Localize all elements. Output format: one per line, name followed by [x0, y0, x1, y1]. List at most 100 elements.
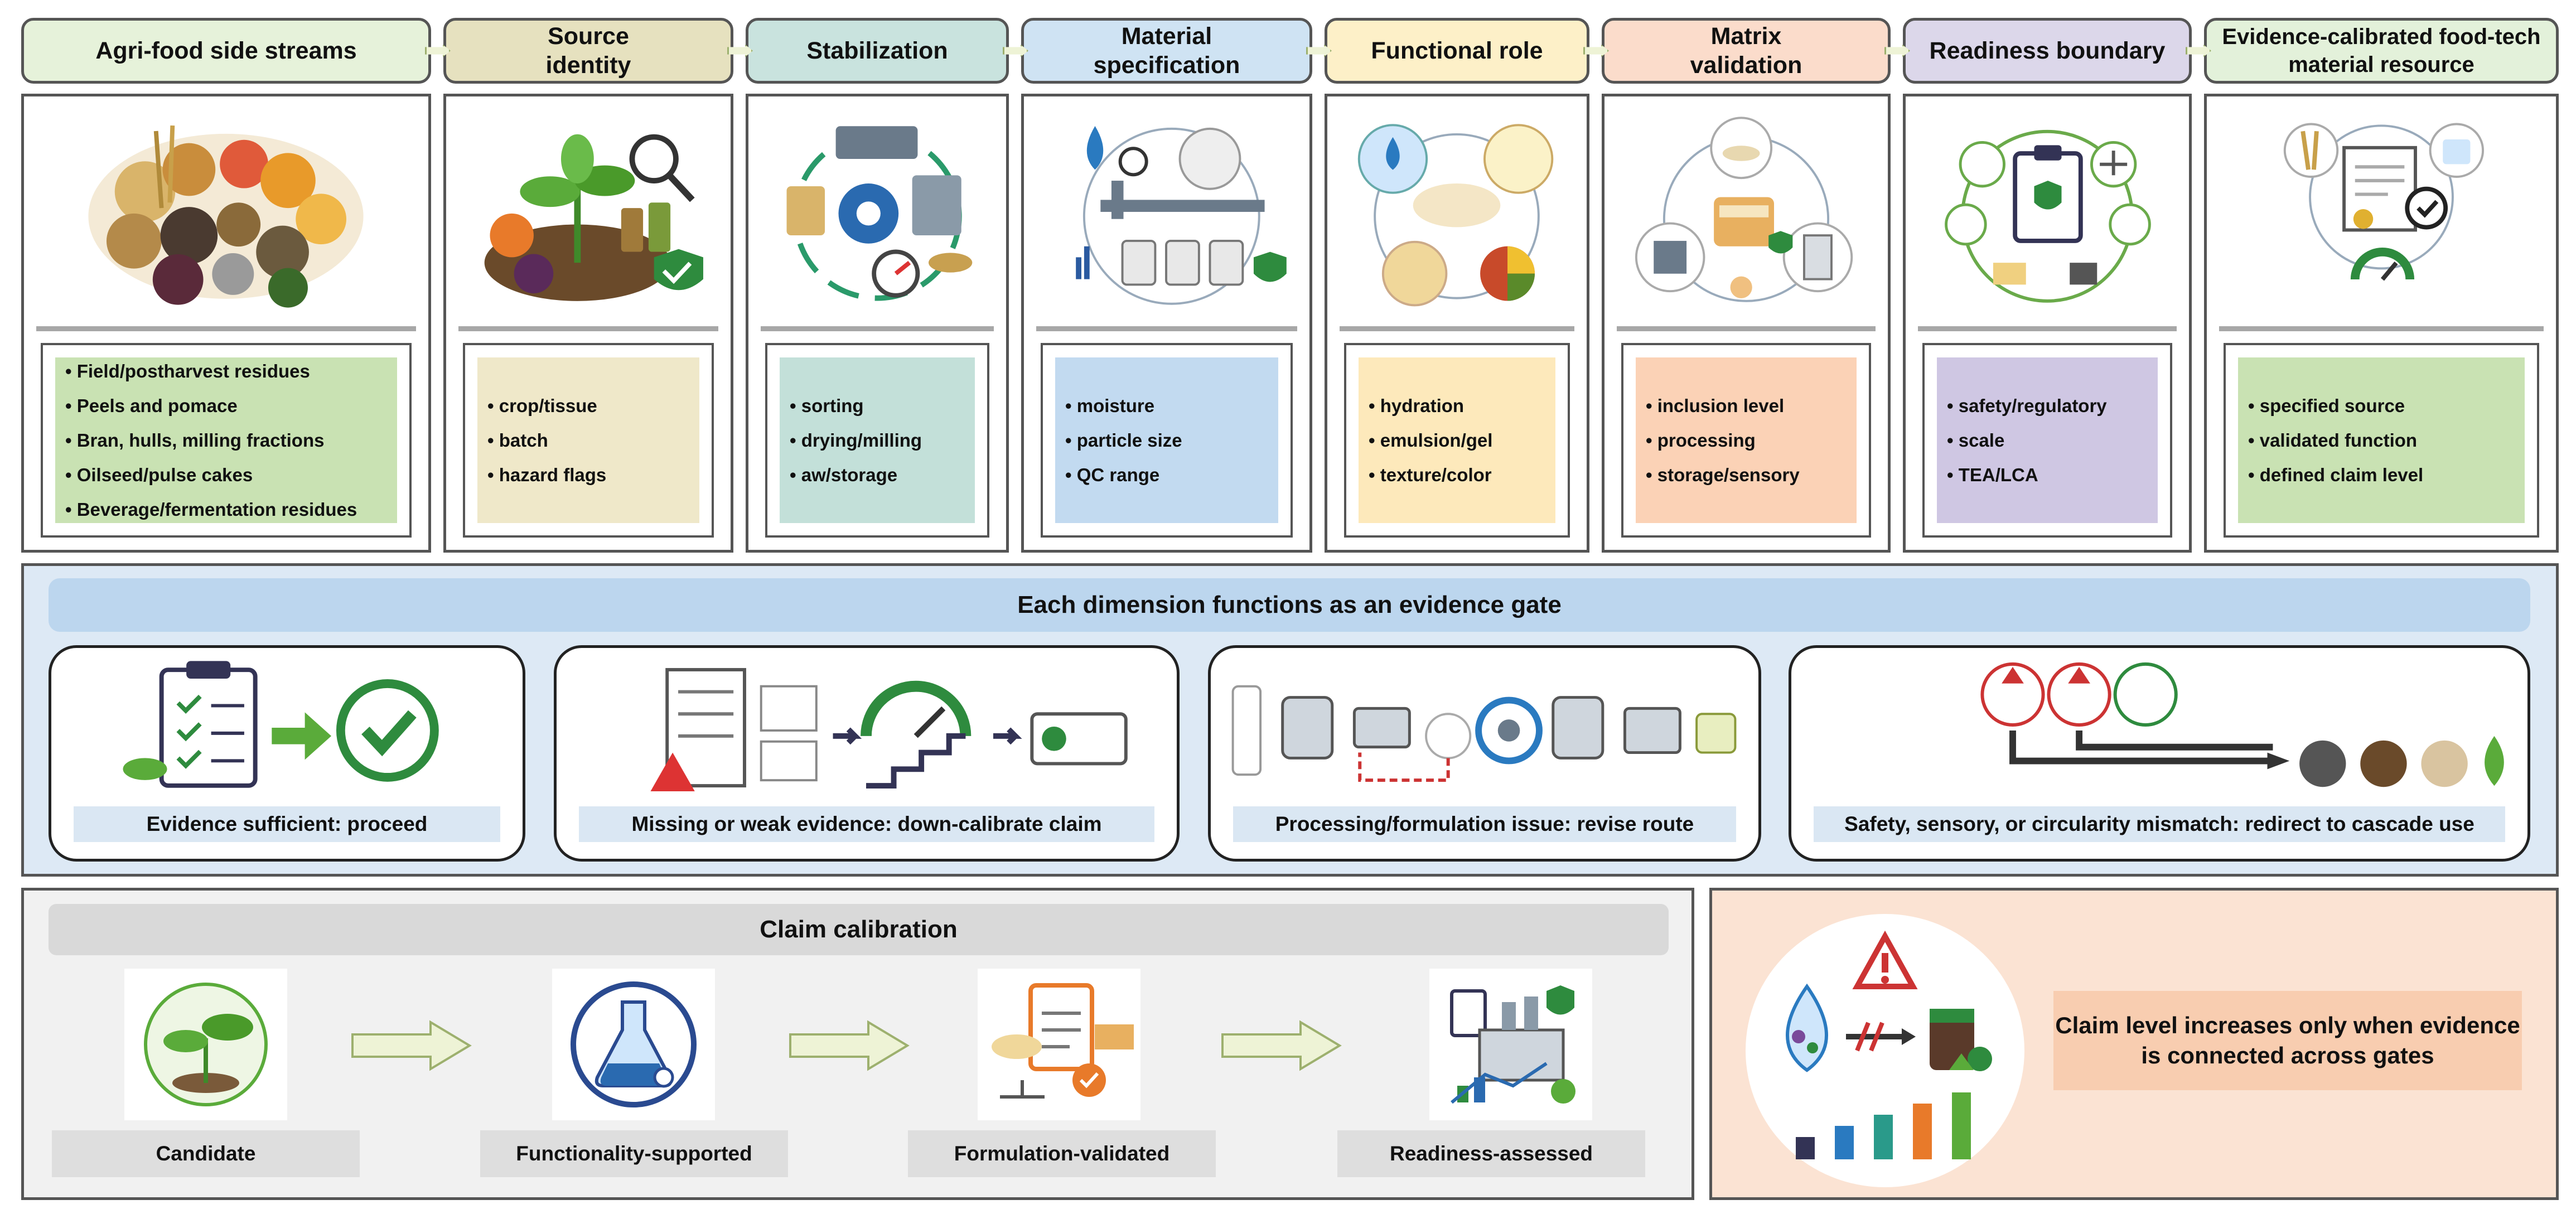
gate-card-down-calibrate: Missing or weak evidence: down-calibrate… [554, 645, 1180, 862]
clipboard-food-icon [978, 969, 1140, 1120]
stage-6-title: Readiness boundary [1929, 37, 2166, 64]
stage-4-title: Functional role [1371, 37, 1543, 64]
list-item: • validated function [2248, 429, 2418, 451]
list-item: • TEA/LCA [1947, 464, 2038, 485]
stage-2-title: Stabilization [806, 37, 948, 64]
warning-redirect-cascade-icon [1980, 662, 2504, 787]
stage-5-header: Matrix validation [1602, 18, 1891, 84]
stage-4-list: • hydration • emulsion/gel • texture/col… [1359, 357, 1555, 523]
stage-0-header: Agri-food side streams [21, 18, 431, 84]
list-item: • batch [487, 429, 548, 451]
stage-7-list-frame: • specified source • validated function … [2224, 343, 2539, 538]
food-matrix-processing-icon [1604, 96, 1888, 325]
stage-6-list: • safety/regulatory • scale • TEA/LCA [1937, 357, 2158, 523]
connected-evidence-icon [1746, 914, 2024, 1187]
stage-7-panel: • specified source • validated function … [2204, 94, 2559, 553]
stage-3-list: • moisture • particle size • QC range [1055, 357, 1278, 523]
list-item: • processing [1646, 429, 1756, 451]
stage-1-list: • crop/tissue • batch • hazard flags [477, 357, 699, 523]
flask-icon [552, 969, 715, 1120]
list-item: • Peels and pomace [65, 395, 238, 416]
list-item: • Beverage/fermentation residues [65, 499, 357, 520]
stage-6-list-frame: • safety/regulatory • scale • TEA/LCA [1922, 343, 2172, 538]
gate-card-label: Safety, sensory, or circularity mismatch… [1814, 806, 2505, 842]
conclusion-text: Claim level increases only when evidence… [2053, 991, 2522, 1090]
panel-divider [458, 326, 718, 331]
stage-5-list: • inclusion level • processing • storage… [1636, 357, 1857, 523]
stage-4-list-frame: • hydration • emulsion/gel • texture/col… [1344, 343, 1570, 538]
stage-1-header: Source identity [443, 18, 733, 84]
stage-2-panel: • sorting • drying/milling • aw/storage [746, 94, 1009, 553]
process-line-revise-icon [1231, 685, 1737, 782]
stage-3-title: Material specification [1093, 23, 1240, 79]
claim-step-arrow [1221, 1020, 1342, 1071]
claim-step-arrow [789, 1020, 910, 1071]
stage-3-panel: • moisture • particle size • QC range [1021, 94, 1312, 553]
list-item: • crop/tissue [487, 395, 597, 416]
list-item: • defined claim level [2248, 464, 2424, 485]
panel-divider [1340, 326, 1574, 331]
panel-divider [1918, 326, 2177, 331]
gate-card-label: Evidence sufficient: proceed [74, 806, 500, 842]
stage-5-list-frame: • inclusion level • processing • storage… [1621, 343, 1871, 538]
list-item: • texture/color [1369, 464, 1492, 485]
sprout-icon [124, 969, 287, 1120]
checklist-warning-gauge-icon [650, 667, 1128, 791]
gate-card-label: Missing or weak evidence: down-calibrate… [579, 806, 1154, 842]
gate-card-proceed: Evidence sufficient: proceed [49, 645, 525, 862]
drying-milling-cycle-icon [748, 96, 1006, 325]
stage-5-title: Matrix validation [1690, 23, 1802, 79]
clipboard-checkmark-icon [123, 661, 439, 788]
panel-divider [1036, 326, 1297, 331]
list-item: • aw/storage [790, 464, 898, 485]
list-item: • scale [1947, 429, 2005, 451]
evidence-gate-band: Each dimension functions as an evidence … [21, 563, 2559, 877]
list-item: • particle size [1065, 429, 1182, 451]
clipboard-scale-regulatory-icon [1906, 96, 2189, 325]
stage-0-list: • Field/postharvest residues • Peels and… [55, 357, 397, 523]
stage-3-list-frame: • moisture • particle size • QC range [1041, 343, 1293, 538]
list-item: • safety/regulatory [1947, 395, 2107, 416]
gate-card-redirect: Safety, sensory, or circularity mismatch… [1789, 645, 2530, 862]
stage-2-list-frame: • sorting • drying/milling • aw/storage [765, 343, 989, 538]
grains-fruits-residues-icon [24, 96, 428, 325]
stage-2-header: Stabilization [746, 18, 1009, 84]
list-item: • Bran, hulls, milling fractions [65, 429, 325, 451]
stage-0-title: Agri-food side streams [95, 37, 357, 64]
panel-divider [36, 326, 416, 331]
list-item: • Oilseed/pulse cakes [65, 464, 253, 485]
stage-0-list-frame: • Field/postharvest residues • Peels and… [41, 343, 412, 538]
list-item: • specified source [2248, 395, 2405, 416]
list-item: • Field/postharvest residues [65, 360, 310, 381]
list-item: • storage/sensory [1646, 464, 1800, 485]
claim-title: Claim calibration [49, 904, 1669, 955]
gate-card-label: Processing/formulation issue: revise rou… [1233, 806, 1736, 842]
list-item: • drying/milling [790, 429, 922, 451]
list-item: • sorting [790, 395, 864, 416]
hydration-emulsion-texture-icon [1327, 96, 1587, 325]
stage-0-panel: • Field/postharvest residues • Peels and… [21, 94, 431, 553]
list-item: • hazard flags [487, 464, 607, 485]
claim-step-label: Functionality-supported [480, 1130, 788, 1177]
stage-1-title: Source identity [545, 23, 631, 79]
gate-card-revise-route: Processing/formulation issue: revise rou… [1208, 645, 1761, 862]
list-item: • hydration [1369, 395, 1465, 416]
stage-5-panel: • inclusion level • processing • storage… [1602, 94, 1891, 553]
claim-calibration-band: Claim calibration [21, 888, 1694, 1200]
stage-1-panel: • crop/tissue • batch • hazard flags [443, 94, 733, 553]
panel-divider [761, 326, 994, 331]
factory-icon [1429, 969, 1592, 1120]
gate-title: Each dimension functions as an evidence … [49, 578, 2530, 632]
stage-4-header: Functional role [1325, 18, 1589, 84]
certificate-gauge-icon [2207, 96, 2556, 325]
list-item: • emulsion/gel [1369, 429, 1493, 451]
list-item: • moisture [1065, 395, 1155, 416]
stage-6-panel: • safety/regulatory • scale • TEA/LCA [1903, 94, 2192, 553]
panel-divider [1617, 326, 1876, 331]
list-item: • inclusion level [1646, 395, 1785, 416]
claim-step-label: Formulation-validated [908, 1130, 1216, 1177]
stage-7-list: • specified source • validated function … [2238, 357, 2525, 523]
conclusion-band: Claim level increases only when evidence… [1709, 888, 2559, 1200]
stage-3-header: Material specification [1021, 18, 1312, 84]
claim-step-arrow [351, 1020, 472, 1071]
